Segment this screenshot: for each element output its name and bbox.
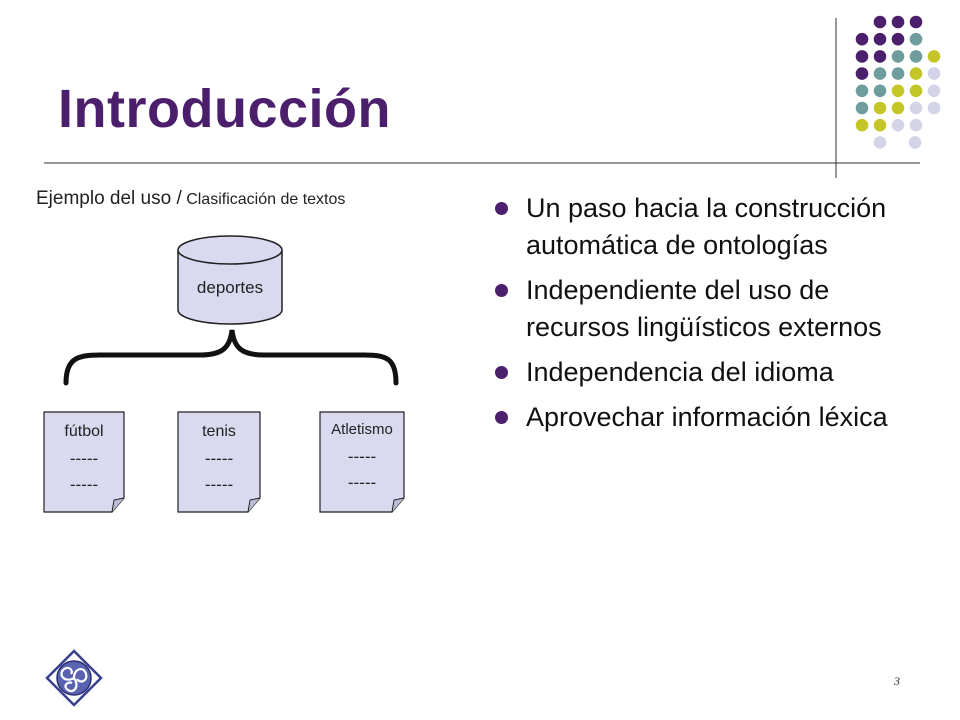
decorative-dot [855, 32, 869, 46]
decorative-dot [909, 32, 923, 46]
bullet-text: Independencia del idioma [526, 357, 834, 387]
decorative-dot [927, 84, 941, 98]
decorative-dot [927, 101, 941, 115]
decorative-dot [873, 136, 887, 149]
classification-diagram: deportes fútbol ----- ----- tenis ----- … [43, 235, 405, 513]
decorative-dot [891, 118, 905, 132]
decorative-dot [909, 118, 923, 132]
document-line: ----- [205, 475, 233, 494]
decorative-dot [855, 101, 869, 115]
bullet-text: Independiente del uso de recursos lingüí… [526, 275, 882, 342]
bullet-dot-icon [495, 284, 508, 297]
decorative-dot [909, 101, 923, 115]
bullet-item: Aprovechar información léxica [492, 399, 912, 436]
document-label: tenis [202, 423, 236, 440]
curly-brace [63, 329, 399, 386]
bullet-dot-icon [495, 411, 508, 424]
caption-main: Ejemplo del uso / [36, 188, 182, 209]
document-tenis: tenis ----- ----- [177, 411, 261, 513]
decorative-dot [909, 84, 923, 98]
decorative-dot [891, 32, 905, 46]
bullet-item: Un paso hacia la construcción automática… [492, 190, 912, 264]
decorative-dot [873, 67, 887, 80]
database-cylinder: deportes [177, 235, 283, 325]
bullet-item: Independiente del uso de recursos lingüí… [492, 272, 912, 346]
bullet-item: Independencia del idioma [492, 354, 912, 391]
decorative-dot [855, 67, 869, 80]
decorative-dot [873, 15, 887, 29]
database-label: deportes [197, 278, 263, 297]
bullet-text: Un paso hacia la construcción automática… [526, 193, 887, 260]
decorative-dot [873, 118, 887, 132]
decorative-dot [891, 15, 905, 29]
bullet-text: Aprovechar información léxica [526, 402, 888, 432]
decorative-dot [855, 118, 869, 132]
decorative-dot [908, 136, 922, 149]
document-label: fútbol [64, 423, 103, 440]
decorative-dot [909, 67, 923, 80]
decorative-dot [927, 50, 941, 63]
decorative-dot [891, 67, 905, 80]
document-line: ----- [70, 449, 98, 468]
decorative-dot [909, 15, 923, 29]
document-line: ----- [348, 447, 376, 466]
document-line: ----- [70, 475, 98, 494]
decorative-dot [891, 84, 905, 98]
document-line: ----- [205, 449, 233, 468]
decorative-dot [873, 50, 887, 63]
page-number: 3 [894, 674, 900, 688]
bullet-dot-icon [495, 202, 508, 215]
triskelion-logo-icon [45, 649, 103, 707]
decorative-dot [873, 32, 887, 46]
slide-title: Introducción [58, 79, 391, 139]
document-atletismo: Atletismo ----- ----- [319, 411, 405, 513]
decorative-dot [855, 50, 869, 63]
caption-sub: Clasificación de textos [181, 191, 346, 208]
decorative-dot [891, 50, 905, 63]
document-label: Atletismo [331, 421, 393, 438]
bullet-list: Un paso hacia la construcción automática… [492, 190, 912, 444]
diagram-caption: Ejemplo del uso / Clasificación de texto… [36, 188, 345, 210]
decorative-dot [909, 50, 923, 63]
document-line: ----- [348, 473, 376, 492]
decorative-dot [891, 101, 905, 115]
bullet-dot-icon [495, 366, 508, 379]
decorative-dot [873, 84, 887, 98]
decorative-dot [855, 84, 869, 98]
document-futbol: fútbol ----- ----- [43, 411, 125, 513]
decorative-dot [873, 101, 887, 115]
decorative-dot [927, 67, 941, 80]
